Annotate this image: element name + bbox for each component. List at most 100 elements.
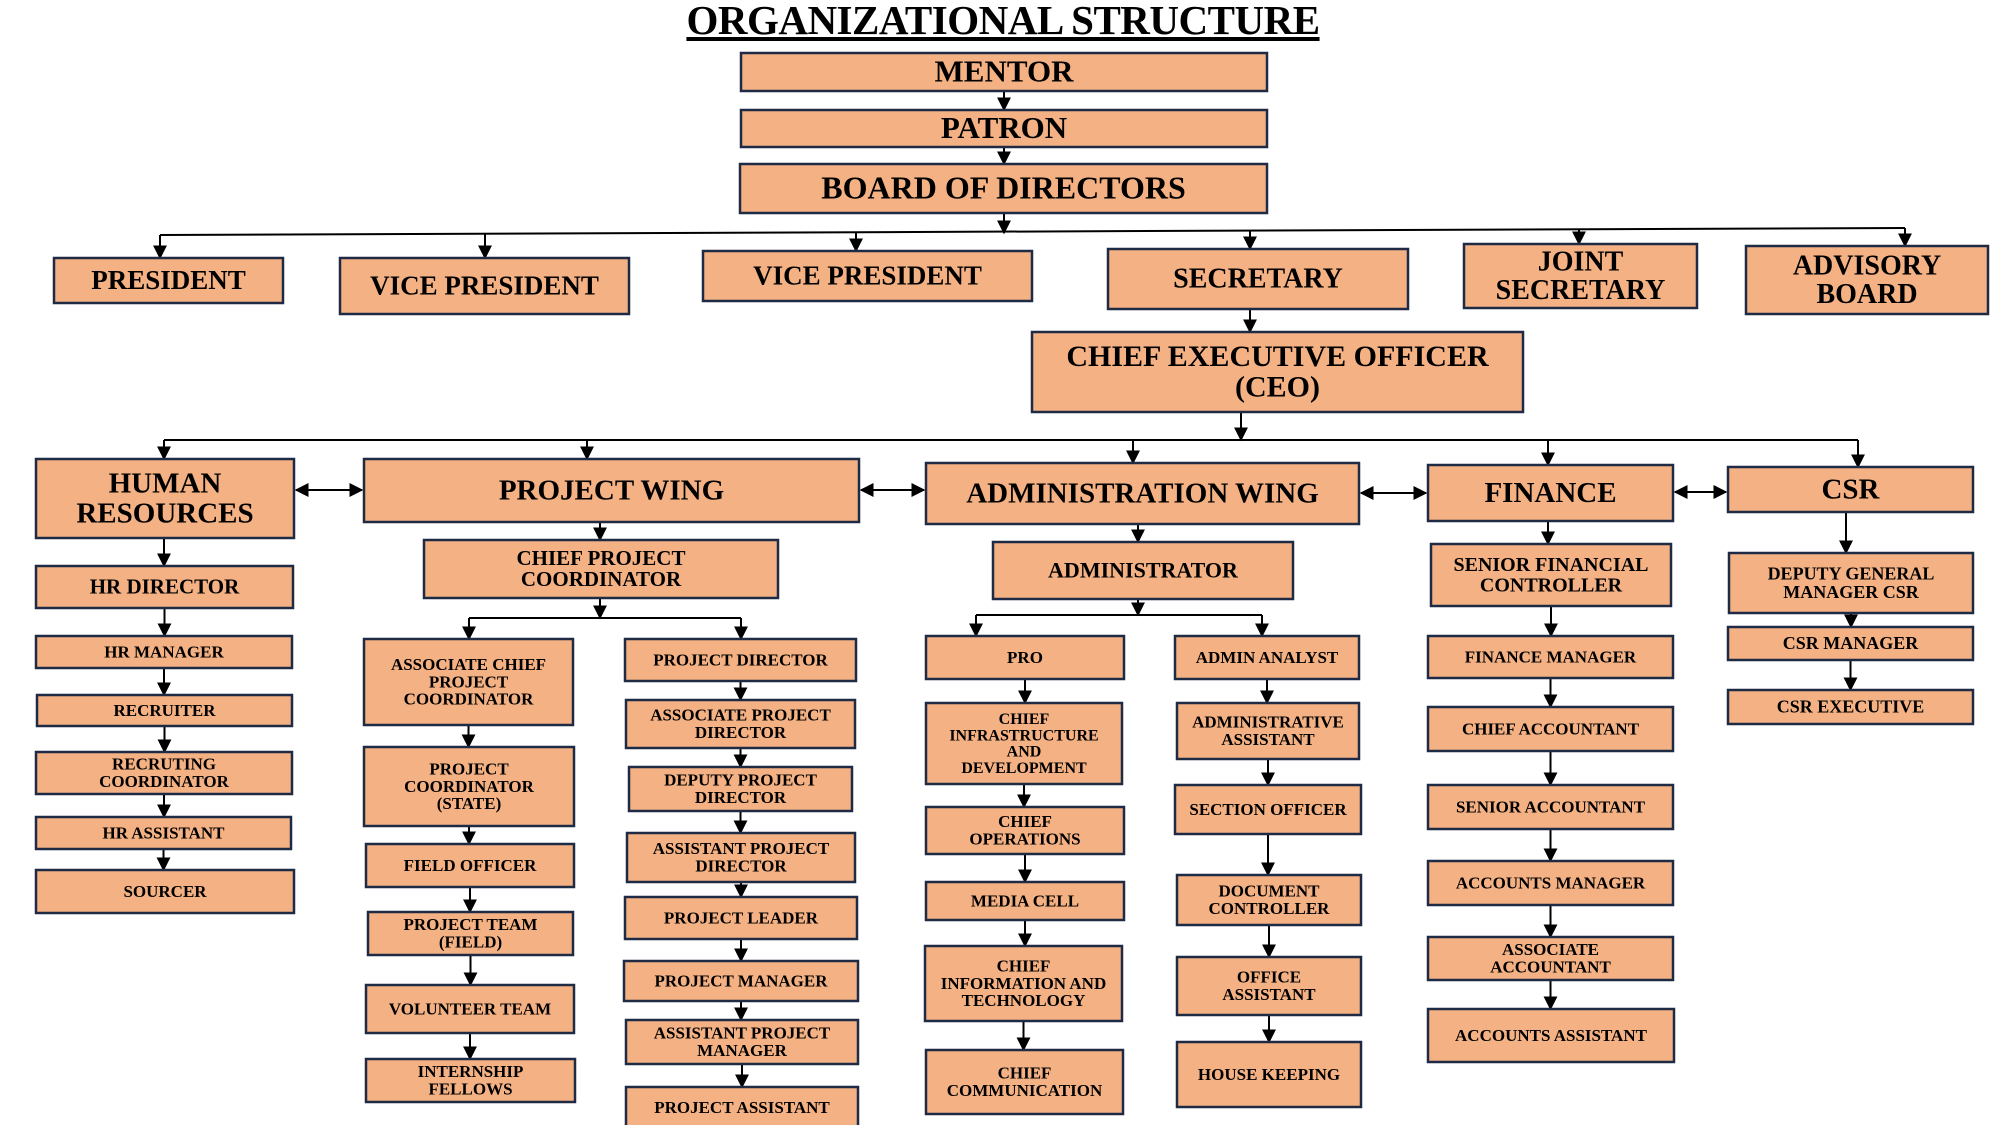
node-assistant-project-manager-box xyxy=(624,1018,860,1066)
node-human-resources-label: RESOURCES xyxy=(76,497,253,529)
node-document-controller-label: CONTROLLER xyxy=(1209,899,1331,918)
node-assistant-project-manager-label: ASSISTANT PROJECT xyxy=(654,1024,831,1043)
node-chief-infrastructure-and-development-box xyxy=(924,701,1124,786)
node-csr-executive: CSR EXECUTIVE xyxy=(1726,688,1975,726)
board-reports-bus xyxy=(159,227,1906,236)
node-hr-director: HR DIRECTOR xyxy=(34,564,295,610)
node-ceo-label: (CEO) xyxy=(1235,371,1320,404)
node-csr-manager-box xyxy=(1726,625,1975,662)
node-chief-information-and-technology-label: INFORMATION AND xyxy=(941,974,1106,993)
node-csr-executive-box xyxy=(1726,688,1975,726)
node-ceo-box xyxy=(1030,330,1525,414)
node-senior-financial-controller-label: SENIOR FINANCIAL xyxy=(1453,554,1648,576)
node-assistant-project-director-label: DIRECTOR xyxy=(695,856,787,875)
node-chief-infrastructure-and-development-label: INFRASTRUCTURE xyxy=(949,727,1098,744)
node-administration-wing-label: ADMINISTRATION WING xyxy=(966,477,1319,509)
node-chief-operations-box xyxy=(924,805,1126,856)
node-sourcer-label: SOURCER xyxy=(123,882,207,901)
node-project-wing-label: PROJECT WING xyxy=(499,474,724,506)
node-chief-information-and-technology-label: TECHNOLOGY xyxy=(962,991,1086,1010)
node-project-leader: PROJECT LEADER xyxy=(623,895,859,941)
node-media-cell-box xyxy=(924,880,1126,922)
node-accounts-manager: ACCOUNTS MANAGER xyxy=(1426,859,1675,907)
node-section-officer-label: SECTION OFFICER xyxy=(1189,800,1347,819)
node-internship-fellows-box xyxy=(364,1057,577,1104)
node-associate-project-director-box xyxy=(624,698,857,750)
node-deputy-project-director-label: DIRECTOR xyxy=(695,788,787,807)
node-assistant-project-director-label: ASSISTANT PROJECT xyxy=(653,839,830,858)
node-associate-chief-project-coordinator-label: ASSOCIATE CHIEF xyxy=(391,655,546,674)
node-finance-manager-label: FINANCE MANAGER xyxy=(1465,647,1637,666)
node-chief-communication-box xyxy=(924,1048,1125,1116)
node-finance-box xyxy=(1426,463,1675,523)
node-media-cell: MEDIA CELL xyxy=(924,880,1126,922)
node-project-team-field-box xyxy=(366,910,575,957)
node-recruiter-label: RECRUITER xyxy=(113,701,216,720)
node-deputy-project-director-box xyxy=(627,765,854,813)
node-finance: FINANCE xyxy=(1426,463,1675,523)
node-house-keeping-box xyxy=(1175,1040,1363,1109)
node-human-resources-box xyxy=(34,457,296,540)
node-administrative-assistant-label: ADMINISTRATIVE xyxy=(1192,713,1344,732)
node-recruiter: RECRUITER xyxy=(35,693,294,728)
node-joint-secretary-box xyxy=(1462,242,1699,310)
node-office-assistant-label: OFFICE xyxy=(1237,968,1301,987)
node-hr-manager: HR MANAGER xyxy=(34,634,294,670)
node-pro-box xyxy=(924,634,1126,681)
node-project-coordinator-state-box xyxy=(362,745,576,828)
node-senior-financial-controller-box xyxy=(1429,542,1673,608)
node-human-resources-label: HUMAN xyxy=(109,468,222,500)
node-pro-label: PRO xyxy=(1007,648,1043,667)
node-project-team-field-label: (FIELD) xyxy=(439,932,502,951)
node-associate-project-director-label: DIRECTOR xyxy=(695,723,787,742)
node-deputy-general-manager-csr-label: MANAGER CSR xyxy=(1783,582,1920,602)
node-senior-accountant-box xyxy=(1426,783,1675,831)
node-field-officer-box xyxy=(364,842,576,889)
node-csr-manager: CSR MANAGER xyxy=(1726,625,1975,662)
node-hr-manager-label: HR MANAGER xyxy=(104,642,224,661)
node-joint-secretary-label: JOINT xyxy=(1538,246,1624,277)
node-finance-manager-box xyxy=(1426,634,1675,680)
node-volunteer-team-label: VOLUNTEER TEAM xyxy=(389,999,551,1018)
node-chief-accountant-box xyxy=(1426,705,1675,753)
node-hr-manager-box xyxy=(34,634,294,670)
node-board-of-directors-label: BOARD OF DIRECTORS xyxy=(821,169,1186,205)
node-field-officer-label: FIELD OFFICER xyxy=(404,856,537,875)
node-patron-label: PATRON xyxy=(941,110,1067,145)
node-senior-financial-controller-label: CONTROLLER xyxy=(1480,574,1623,596)
node-chief-project-coordinator-box xyxy=(422,538,780,600)
node-president: PRESIDENT xyxy=(52,256,285,305)
node-project-manager: PROJECT MANAGER xyxy=(622,959,860,1003)
node-patron-box xyxy=(739,108,1269,149)
node-recruting-coordinator-box xyxy=(34,750,294,796)
node-chief-communication-label: COMMUNICATION xyxy=(947,1081,1103,1100)
node-project-manager-box xyxy=(622,959,860,1003)
node-deputy-general-manager-csr-label: DEPUTY GENERAL xyxy=(1768,563,1935,583)
node-project-director: PROJECT DIRECTOR xyxy=(623,637,858,683)
node-associate-accountant-box xyxy=(1426,935,1675,982)
node-vice-president-1-box xyxy=(338,256,631,316)
page-title: ORGANIZATIONAL STRUCTURE xyxy=(686,0,1320,43)
node-mentor-label: MENTOR xyxy=(935,54,1075,89)
node-senior-accountant: SENIOR ACCOUNTANT xyxy=(1426,783,1675,831)
node-patron: PATRON xyxy=(739,108,1269,149)
node-associate-project-director-label: ASSOCIATE PROJECT xyxy=(650,706,831,725)
node-chief-project-coordinator-label: COORDINATOR xyxy=(521,567,682,591)
node-section-officer-box xyxy=(1173,783,1363,836)
node-office-assistant-label: ASSISTANT xyxy=(1222,985,1316,1004)
node-csr-box xyxy=(1726,465,1975,514)
node-project-wing-box xyxy=(362,457,861,524)
node-sourcer: SOURCER xyxy=(34,868,296,915)
node-chief-accountant: CHIEF ACCOUNTANT xyxy=(1426,705,1675,753)
node-secretary-box xyxy=(1106,247,1410,311)
